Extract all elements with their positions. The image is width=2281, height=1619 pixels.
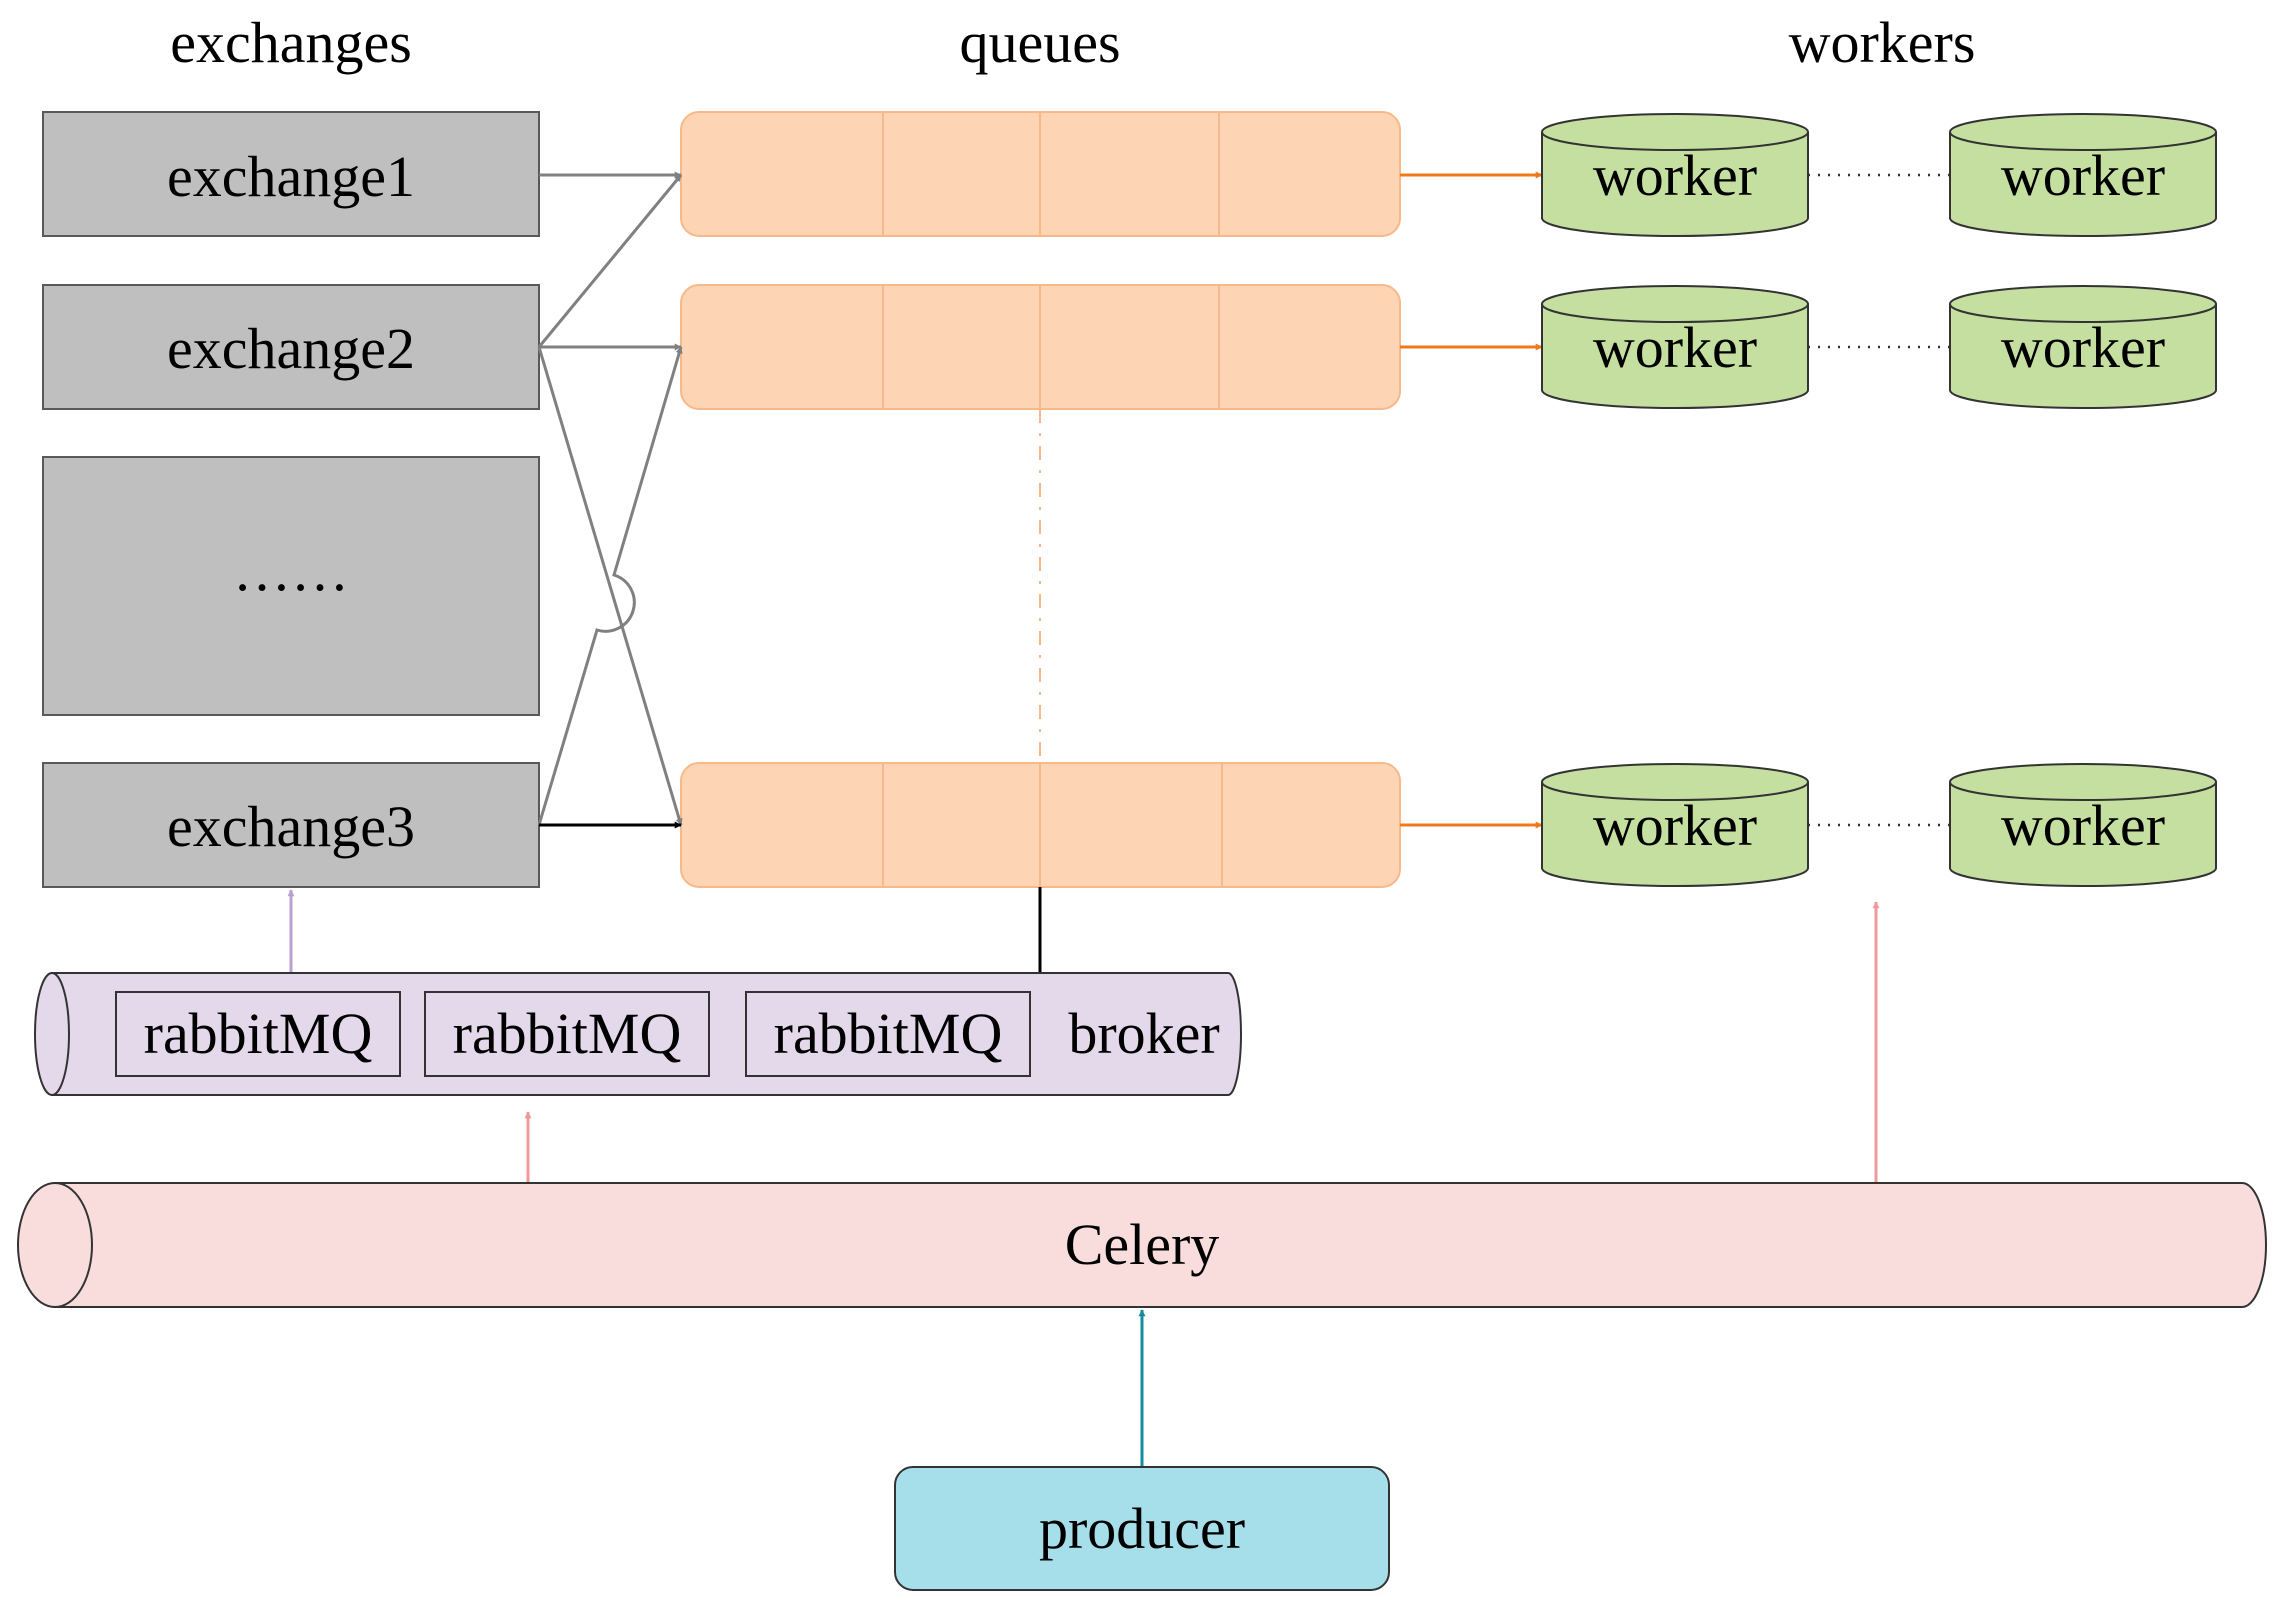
broker-item-label: rabbitMQ	[144, 1001, 373, 1066]
header-queues: queues	[959, 10, 1120, 75]
broker-cylinder: rabbitMQ rabbitMQ rabbitMQ broker	[34, 972, 1242, 1096]
exchange-box-1: exchange1	[42, 111, 540, 237]
exchange-label-2: exchange2	[167, 316, 415, 381]
broker-item-label: rabbitMQ	[774, 1001, 1003, 1066]
broker-label: broker	[1068, 1001, 1219, 1066]
queue-2	[680, 284, 1401, 410]
worker-cylinder: worker	[1949, 285, 2217, 409]
exchange-box-2: exchange2	[42, 284, 540, 410]
worker-cylinder: worker	[1949, 763, 2217, 887]
producer-box: producer	[894, 1466, 1390, 1591]
queue-1	[680, 111, 1401, 237]
exchange-label-1: exchange1	[167, 144, 415, 209]
celery-label: Celery	[1065, 1212, 1220, 1277]
header-workers: workers	[1789, 10, 1976, 75]
worker-label: worker	[2001, 793, 2165, 858]
exchange-box-3: exchange3	[42, 762, 540, 888]
binding-arrow-ex2-q3	[537, 346, 683, 826]
worker-cylinder: worker	[1541, 113, 1809, 237]
binding-arrow-ex3-q2	[537, 346, 683, 826]
worker-label: worker	[2001, 315, 2165, 380]
worker-row-1: worker worker	[1541, 113, 2217, 237]
exchange-label-3: exchange3	[167, 794, 415, 859]
broker-item: rabbitMQ	[115, 991, 401, 1077]
broker-item-label: rabbitMQ	[453, 1001, 682, 1066]
worker-label: worker	[2001, 143, 2165, 208]
queue-3	[680, 762, 1401, 888]
exchange-box-ellipsis: ……	[42, 456, 540, 716]
header-exchanges: exchanges	[170, 10, 412, 75]
worker-cylinder: worker	[1949, 113, 2217, 237]
worker-cylinder: worker	[1541, 285, 1809, 409]
exchange-queue-bindings	[537, 171, 683, 829]
broker-item: rabbitMQ	[745, 991, 1031, 1077]
binding-arrow-ex2-q1	[537, 174, 683, 348]
worker-label: worker	[1593, 315, 1757, 380]
worker-row-3: worker worker	[1541, 763, 2217, 887]
worker-cylinder: worker	[1541, 763, 1809, 887]
exchange-label-ellipsis: ……	[233, 538, 349, 603]
worker-label: worker	[1593, 793, 1757, 858]
producer-label: producer	[1039, 1496, 1245, 1561]
celery-cylinder: Celery	[17, 1182, 2267, 1308]
broker-item: rabbitMQ	[424, 991, 710, 1077]
worker-row-2: worker worker	[1541, 285, 2217, 409]
worker-label: worker	[1593, 143, 1757, 208]
